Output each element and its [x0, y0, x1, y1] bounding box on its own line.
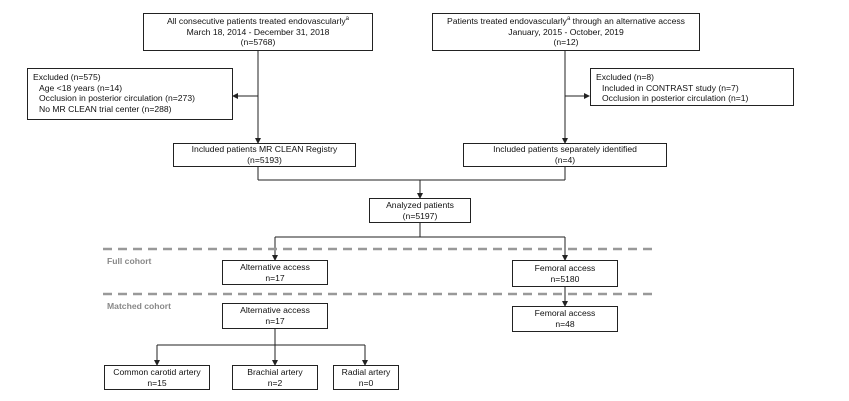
top-right-box: Patients treated endovascularlya through… [432, 13, 700, 51]
excluded-left-title: Excluded (n=575) [33, 72, 101, 82]
full-femoral-access-box: Femoral access n=5180 [512, 260, 618, 287]
full-alternative-access-box: Alternative access n=17 [222, 260, 328, 285]
excluded-right-item: Occlusion in posterior circulation (n=1) [602, 93, 749, 104]
site-common-carotid-box: Common carotid artery n=15 [104, 365, 210, 390]
analyzed-line1: Analyzed patients [386, 199, 454, 210]
included-right-line2: (n=4) [554, 155, 576, 165]
matched-fem-line1: Femoral access [534, 308, 596, 319]
full-cohort-label: Full cohort [107, 256, 152, 266]
excluded-left-item: No MR CLEAN trial center (n=288) [39, 103, 172, 114]
site-line2: n=2 [267, 377, 283, 388]
matched-fem-line2: n=48 [555, 319, 575, 329]
site-line1: Common carotid artery [113, 366, 201, 377]
top-right-line1: Patients treated endovascularly [447, 16, 567, 27]
analyzed-box: Analyzed patients (n=5197) [369, 198, 471, 223]
full-fem-line2: n=5180 [550, 273, 580, 284]
included-left-line2: (n=5193) [247, 155, 282, 165]
excluded-left-item: Age <18 years (n=14) [39, 82, 123, 93]
top-left-line1: All consecutive patients treated endovas… [166, 16, 346, 27]
matched-alternative-access-box: Alternative access n=17 [222, 303, 328, 329]
top-right-sup: a [566, 16, 571, 23]
site-line1: Brachial artery [247, 366, 303, 377]
matched-cohort-label: Matched cohort [107, 301, 171, 311]
top-left-sup: a [345, 16, 349, 23]
full-fem-line1: Femoral access [534, 262, 596, 273]
site-radial-box: Radial artery n=0 [333, 365, 399, 390]
analyzed-line2: (n=5197) [402, 210, 438, 221]
top-right-line3: (n=12) [553, 37, 579, 48]
site-line2: n=0 [358, 377, 374, 388]
included-right-box: Included patients separately identified … [463, 143, 667, 167]
included-left-box: Included patients MR CLEAN Registry (n=5… [173, 143, 356, 167]
excluded-left-item: Occlusion in posterior circulation (n=27… [39, 93, 195, 104]
top-right-line1-rest: through an alternative access [570, 16, 685, 27]
excluded-right-box: Excluded (n=8) Included in CONTRAST stud… [590, 68, 794, 106]
matched-alt-line2: n=17 [265, 316, 285, 326]
excluded-right-item: Included in CONTRAST study (n=7) [602, 82, 739, 93]
included-right-line1: Included patients separately identified [493, 144, 637, 155]
full-alt-line1: Alternative access [240, 261, 310, 272]
site-brachial-box: Brachial artery n=2 [232, 365, 318, 390]
site-line2: n=15 [147, 377, 167, 388]
matched-femoral-access-box: Femoral access n=48 [512, 306, 618, 332]
matched-alt-line1: Alternative access [240, 305, 310, 316]
top-right-line2: January, 2015 - October, 2019 [508, 26, 624, 37]
excluded-left-box: Excluded (n=575) Age <18 years (n=14) Oc… [27, 68, 233, 120]
top-left-line3: (n=5768) [240, 37, 276, 48]
site-line1: Radial artery [341, 366, 391, 377]
full-alt-line2: n=17 [265, 272, 285, 283]
top-left-box: All consecutive patients treated endovas… [143, 13, 373, 51]
top-left-line2: March 18, 2014 - December 31, 2018 [186, 26, 330, 37]
included-left-line1: Included patients MR CLEAN Registry [191, 144, 338, 155]
excluded-right-title: Excluded (n=8) [596, 72, 655, 82]
